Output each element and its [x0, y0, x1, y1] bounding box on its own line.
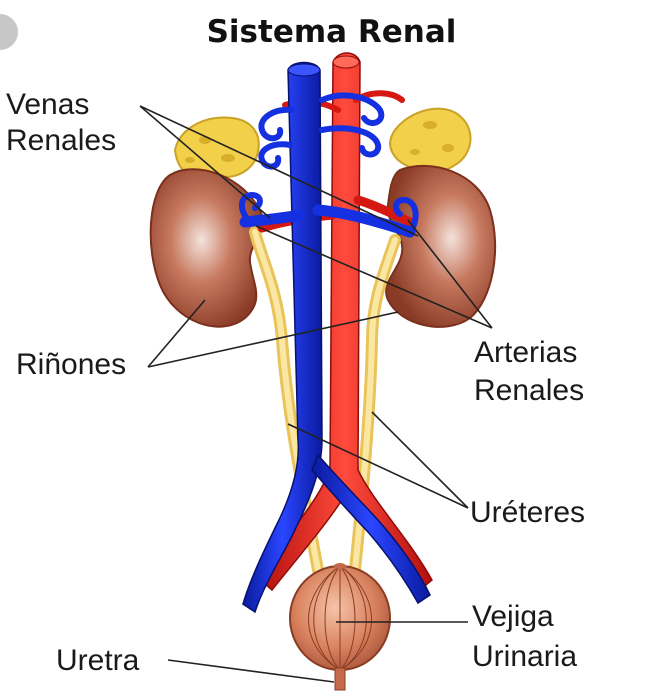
label-ureteres: Uréteres	[470, 496, 586, 529]
vein-branches	[239, 92, 419, 235]
page-title: Sistema Renal	[206, 14, 457, 50]
renal-artery-right	[353, 195, 415, 227]
renal-vein-left	[239, 209, 306, 228]
label-uretra: Uretra	[56, 644, 140, 677]
label-arterias-renales-line2: Renales	[474, 374, 585, 407]
label-venas-renales-line1: Venas	[6, 88, 90, 121]
kidney-right	[385, 164, 497, 328]
label-vejiga-urinaria-line1: Vejiga	[472, 600, 554, 633]
urethra	[334, 667, 346, 691]
renal-vein-right	[312, 204, 416, 238]
label-venas-renales-line2: Renales	[6, 124, 117, 157]
bladder	[289, 563, 391, 671]
label-vejiga-urinaria-line2: Urinaria	[472, 640, 578, 673]
kidney-left	[149, 168, 265, 328]
label-rinones: Riñones	[16, 348, 127, 381]
vena-cava	[242, 61, 431, 614]
adrenal-gland-right	[389, 107, 472, 173]
leader-lines	[139, 105, 493, 683]
label-arterias-renales-line1: Arterias	[474, 336, 578, 369]
corner-badge	[0, 14, 18, 50]
